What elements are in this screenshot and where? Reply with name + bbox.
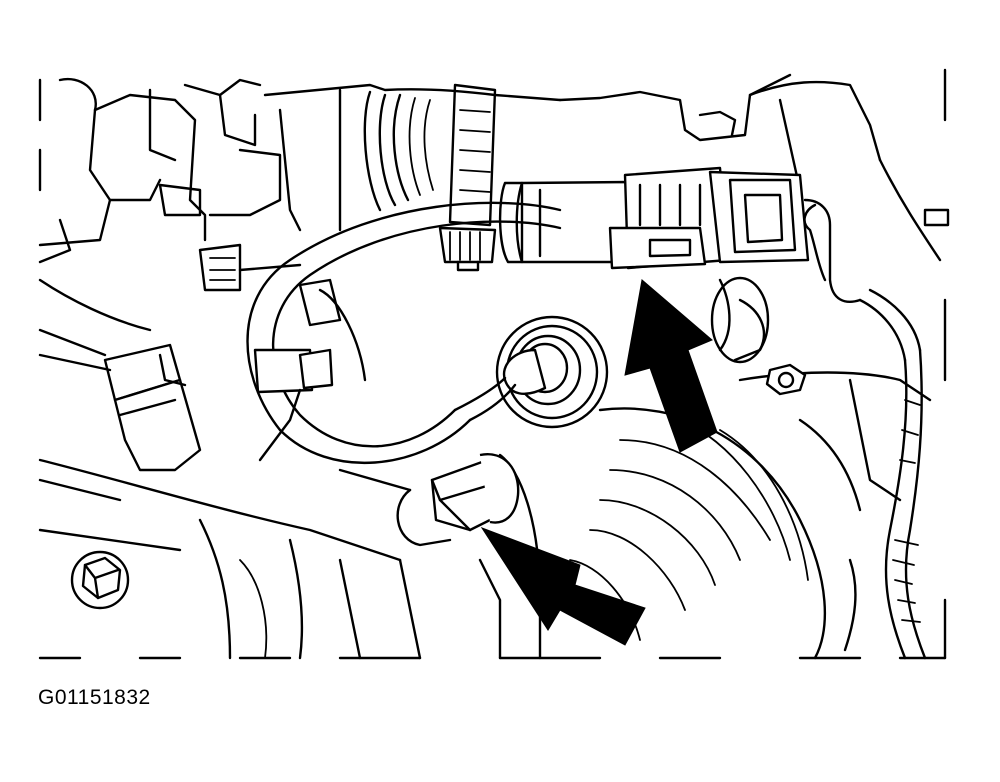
left-sensors [198,243,367,462]
hex-bolt-icon [338,453,520,547]
lower-left-panels [38,458,422,660]
exhaust-pipe [478,407,826,660]
vacuum-hose [246,201,562,465]
figure-code-label: G01151832 [38,686,151,709]
upper-right-bracket [558,73,942,262]
electrical-connector-icon [498,166,810,270]
wiring-harness-icon [803,198,950,660]
intake-duct [263,83,562,232]
hose-clamp [438,83,497,272]
callout-arrow-icon [480,279,718,646]
lower-left-bolt [70,550,130,610]
oxygen-sensor-icon [453,315,609,429]
upper-left-brackets [38,77,282,264]
right-block [710,276,932,652]
left-connector [38,278,202,472]
